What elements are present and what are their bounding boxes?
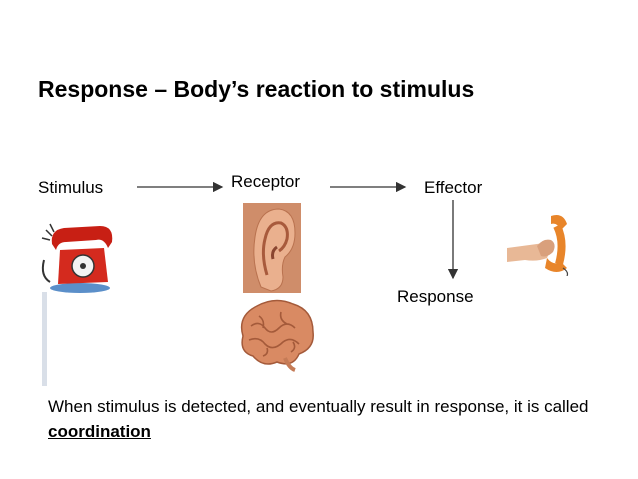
slide-edge-line [42,292,47,386]
response-label: Response [397,287,474,306]
slide-title: Response – Body’s reaction to stimulus [38,76,475,102]
hand-holding-phone-icon [507,215,569,276]
effector-label: Effector [424,178,483,197]
footer-statement: When stimulus is detected, and eventuall… [48,394,608,444]
footer-text: When stimulus is detected, and eventuall… [48,397,589,416]
ear-icon [243,203,301,293]
telephone-icon [41,223,113,293]
receptor-label: Receptor [231,172,300,191]
coordination-term: coordination [48,422,151,441]
brain-icon [240,299,314,372]
stimulus-label: Stimulus [38,178,104,197]
